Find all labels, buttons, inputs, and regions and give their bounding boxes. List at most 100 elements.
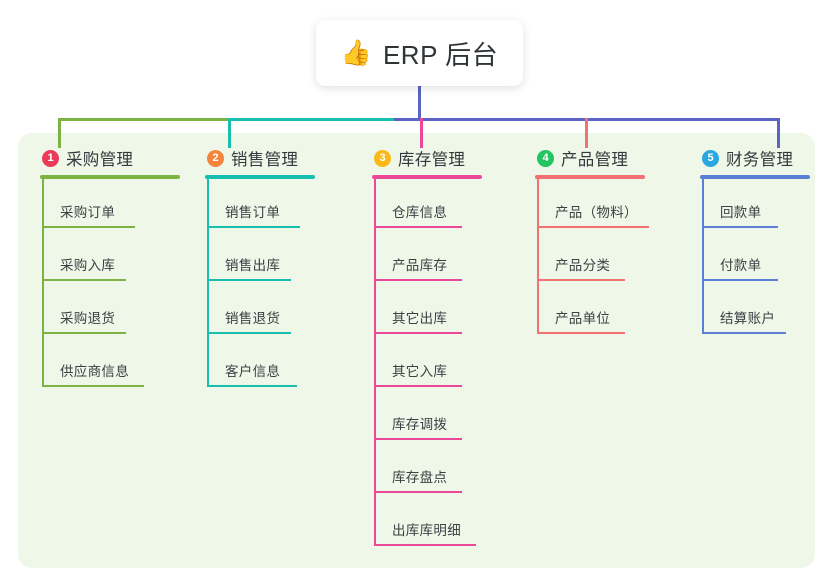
column-items: 采购订单采购入库采购退货供应商信息 [40, 179, 180, 391]
leaf-item-underline [376, 491, 462, 493]
leaf-item-underline [376, 226, 462, 228]
leaf-item[interactable]: 其它出库 [374, 285, 482, 338]
leaf-item[interactable]: 供应商信息 [42, 338, 180, 391]
diagram-background-panel [18, 133, 815, 568]
leaf-item[interactable]: 付款单 [702, 232, 810, 285]
leaf-item[interactable]: 结算账户 [702, 285, 810, 338]
column-title: 销售管理 [231, 151, 299, 169]
column-header-3[interactable]: 3 库存管理 [372, 146, 482, 170]
leaf-item-underline [704, 226, 778, 228]
column-number-badge: 5 [702, 149, 719, 167]
column-header-5[interactable]: 5 财务管理 [700, 146, 810, 170]
leaf-item-label: 销售退货 [225, 311, 281, 326]
leaf-item[interactable]: 产品（物料） [537, 179, 649, 232]
leaf-item-underline [376, 544, 476, 546]
leaf-item[interactable]: 出库库明细 [374, 497, 482, 550]
leaf-item-label: 产品库存 [392, 258, 448, 273]
leaf-item-underline [44, 279, 126, 281]
leaf-item-underline [209, 385, 297, 387]
column-header-1[interactable]: 1 采购管理 [40, 146, 180, 170]
leaf-item-label: 销售出库 [225, 258, 281, 273]
leaf-item-underline [539, 279, 625, 281]
column-3: 3 库存管理仓库信息产品库存其它出库其它入库库存调拨库存盘点出库库明细 [372, 146, 482, 550]
column-number-badge: 3 [374, 149, 391, 167]
drop-connector-1 [58, 118, 61, 148]
leaf-item[interactable]: 库存盘点 [374, 444, 482, 497]
column-1: 1 采购管理采购订单采购入库采购退货供应商信息 [40, 146, 180, 391]
leaf-item-label: 产品单位 [555, 311, 611, 326]
bus-segment-1 [58, 118, 230, 121]
column-items: 回款单付款单结算账户 [700, 179, 810, 338]
column-title: 库存管理 [398, 151, 466, 169]
leaf-item-label: 出库库明细 [392, 523, 461, 538]
leaf-item-underline [704, 279, 778, 281]
column-number-badge: 2 [207, 149, 224, 167]
column-header-2[interactable]: 2 销售管理 [205, 146, 315, 170]
leaf-item-underline [376, 385, 462, 387]
leaf-item[interactable]: 采购入库 [42, 232, 180, 285]
leaf-item-underline [44, 226, 135, 228]
leaf-item-label: 供应商信息 [60, 364, 129, 379]
leaf-item-label: 客户信息 [225, 364, 281, 379]
leaf-item-label: 仓库信息 [392, 205, 448, 220]
leaf-item-label: 采购退货 [60, 311, 116, 326]
leaf-item[interactable]: 销售退货 [207, 285, 315, 338]
leaf-item[interactable]: 产品分类 [537, 232, 645, 285]
column-underline [205, 175, 315, 179]
leaf-item-label: 采购入库 [60, 258, 116, 273]
leaf-item-label: 销售订单 [225, 205, 281, 220]
column-2: 2 销售管理销售订单销售出库销售退货客户信息 [205, 146, 315, 391]
leaf-item-label: 产品（物料） [555, 205, 638, 220]
leaf-item-underline [44, 332, 126, 334]
leaf-item[interactable]: 产品库存 [374, 232, 482, 285]
leaf-item-underline [209, 279, 291, 281]
leaf-item-label: 采购订单 [60, 205, 116, 220]
leaf-item-underline [539, 226, 649, 228]
leaf-item[interactable]: 销售出库 [207, 232, 315, 285]
leaf-item-underline [376, 438, 462, 440]
leaf-item-underline [209, 332, 291, 334]
root-node-label: ERP 后台 [382, 39, 499, 70]
column-header-4[interactable]: 4 产品管理 [535, 146, 645, 170]
column-spine [207, 179, 209, 387]
column-underline [372, 175, 482, 179]
leaf-item[interactable]: 客户信息 [207, 338, 315, 391]
column-title: 采购管理 [66, 151, 134, 169]
leaf-item-label: 库存调拨 [392, 417, 448, 432]
leaf-item-underline [376, 332, 462, 334]
leaf-item[interactable]: 其它入库 [374, 338, 482, 391]
column-items: 仓库信息产品库存其它出库其它入库库存调拨库存盘点出库库明细 [372, 179, 482, 550]
column-underline [700, 175, 810, 179]
leaf-item[interactable]: 产品单位 [537, 285, 645, 338]
leaf-item-label: 其它入库 [392, 364, 448, 379]
leaf-item-label: 其它出库 [392, 311, 448, 326]
column-spine [702, 179, 704, 334]
root-node-card[interactable]: 👍 ERP 后台 [316, 20, 523, 86]
column-title: 财务管理 [726, 151, 794, 169]
column-4: 4 产品管理产品（物料） 产品分类产品单位 [535, 146, 649, 338]
leaf-item[interactable]: 回款单 [702, 179, 810, 232]
leaf-item-underline [376, 279, 462, 281]
leaf-item[interactable]: 库存调拨 [374, 391, 482, 444]
column-spine [537, 179, 539, 334]
leaf-item-label: 付款单 [720, 258, 762, 273]
column-number-badge: 4 [537, 149, 554, 167]
leaf-item-underline [44, 385, 144, 387]
drop-connector-4 [585, 118, 588, 148]
thumbs-up-icon: 👍 [340, 38, 372, 67]
column-items: 产品（物料） 产品分类产品单位 [535, 179, 649, 338]
leaf-item[interactable]: 销售订单 [207, 179, 315, 232]
leaf-item-label: 回款单 [720, 205, 762, 220]
leaf-item-label: 结算账户 [720, 311, 776, 326]
root-stem-connector [418, 86, 421, 119]
leaf-item[interactable]: 采购退货 [42, 285, 180, 338]
leaf-item-underline [704, 332, 786, 334]
leaf-item-label: 产品分类 [555, 258, 611, 273]
leaf-item[interactable]: 采购订单 [42, 179, 180, 232]
column-5: 5 财务管理回款单付款单结算账户 [700, 146, 810, 338]
column-title: 产品管理 [561, 151, 629, 169]
drop-connector-3 [420, 118, 423, 148]
leaf-item-underline [539, 332, 625, 334]
leaf-item[interactable]: 仓库信息 [374, 179, 482, 232]
column-number-badge: 1 [42, 149, 59, 167]
